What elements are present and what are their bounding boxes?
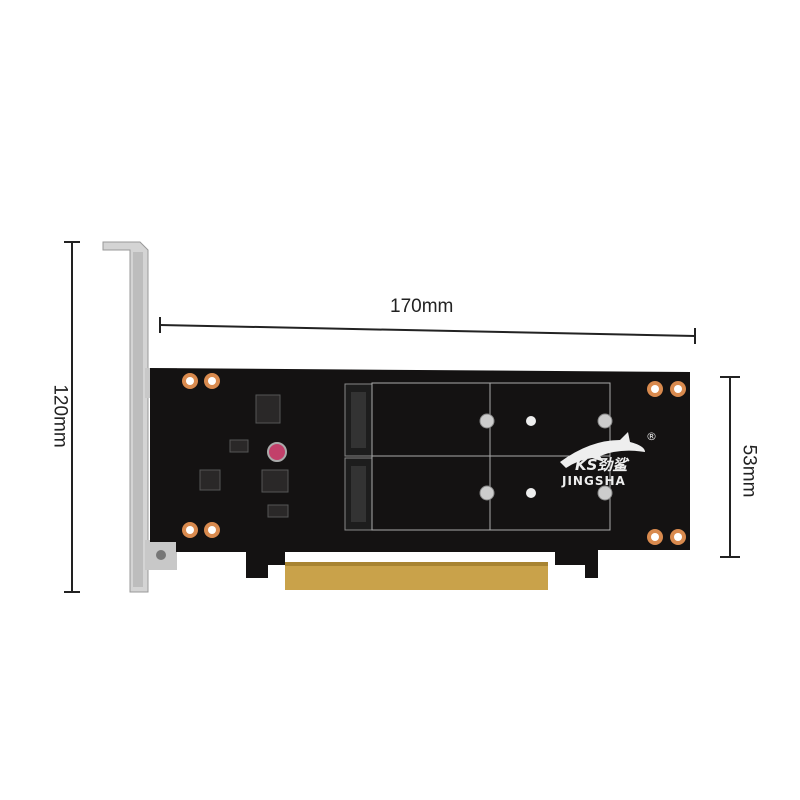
- capacitor: [267, 442, 287, 462]
- gold-fingers: [285, 562, 548, 590]
- brand-name: JINGSHA: [562, 474, 626, 488]
- standoffs: [479, 413, 613, 501]
- pcb-board: [150, 368, 690, 578]
- board-height-label: 53mm: [738, 444, 760, 498]
- shark-logo-icon: [560, 432, 645, 468]
- height-dimension-line: [64, 241, 80, 593]
- m2-slot-1: [344, 383, 373, 457]
- height-label: 120mm: [49, 384, 71, 448]
- components: [199, 394, 289, 518]
- board-height-dimension-line: [720, 376, 740, 558]
- length-dimension-line: [159, 317, 696, 344]
- m2-slot-2: [344, 457, 373, 531]
- length-label: 170mm: [390, 296, 454, 317]
- registered-mark: ®: [646, 430, 657, 443]
- brand-logo: KS劲鲨: [575, 456, 628, 474]
